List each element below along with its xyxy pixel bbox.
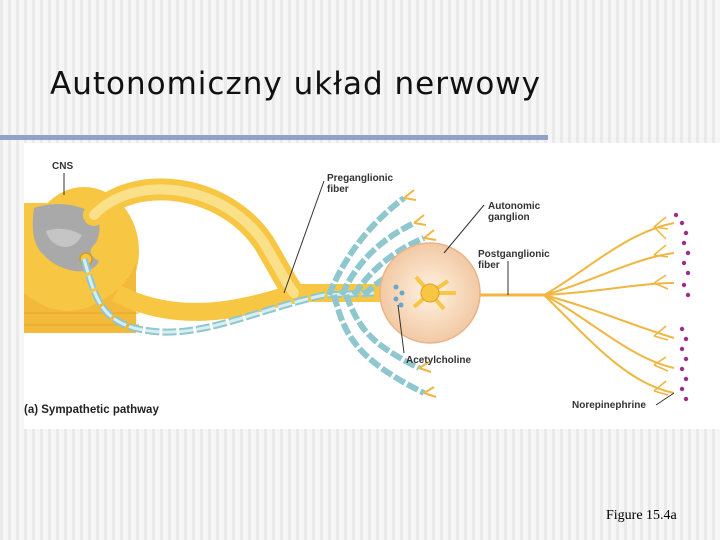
label-preganglionic-line2: fiber bbox=[327, 184, 393, 195]
varicosity-dots bbox=[674, 213, 690, 401]
label-postganglionic-line2: fiber bbox=[478, 260, 550, 271]
autonomic-ganglion bbox=[380, 243, 480, 343]
slide-title: Autonomiczny układ nerwowy bbox=[50, 66, 541, 102]
label-preganglionic: Preganglionic fiber bbox=[327, 173, 393, 195]
label-autonomic-ganglion: Autonomic ganglion bbox=[488, 201, 540, 223]
sympathetic-pathway-figure: CNS Preganglionic fiber Autonomic gangli… bbox=[24, 143, 720, 429]
label-postganglionic-line1: Postganglionic bbox=[478, 249, 550, 260]
label-postganglionic: Postganglionic fiber bbox=[478, 249, 550, 271]
label-autonomic-line1: Autonomic bbox=[488, 201, 540, 212]
figure-caption: (a) Sympathetic pathway bbox=[24, 404, 159, 416]
title-divider bbox=[0, 135, 548, 140]
figure-reference: Figure 15.4a bbox=[606, 508, 677, 524]
label-acetylcholine: Acetylcholine bbox=[406, 355, 471, 366]
label-cns: CNS bbox=[52, 161, 73, 172]
label-preganglionic-line1: Preganglionic bbox=[327, 173, 393, 184]
label-norepinephrine: Norepinephrine bbox=[572, 400, 646, 411]
postganglionic-fibers bbox=[480, 217, 674, 395]
label-autonomic-line2: ganglion bbox=[488, 212, 540, 223]
